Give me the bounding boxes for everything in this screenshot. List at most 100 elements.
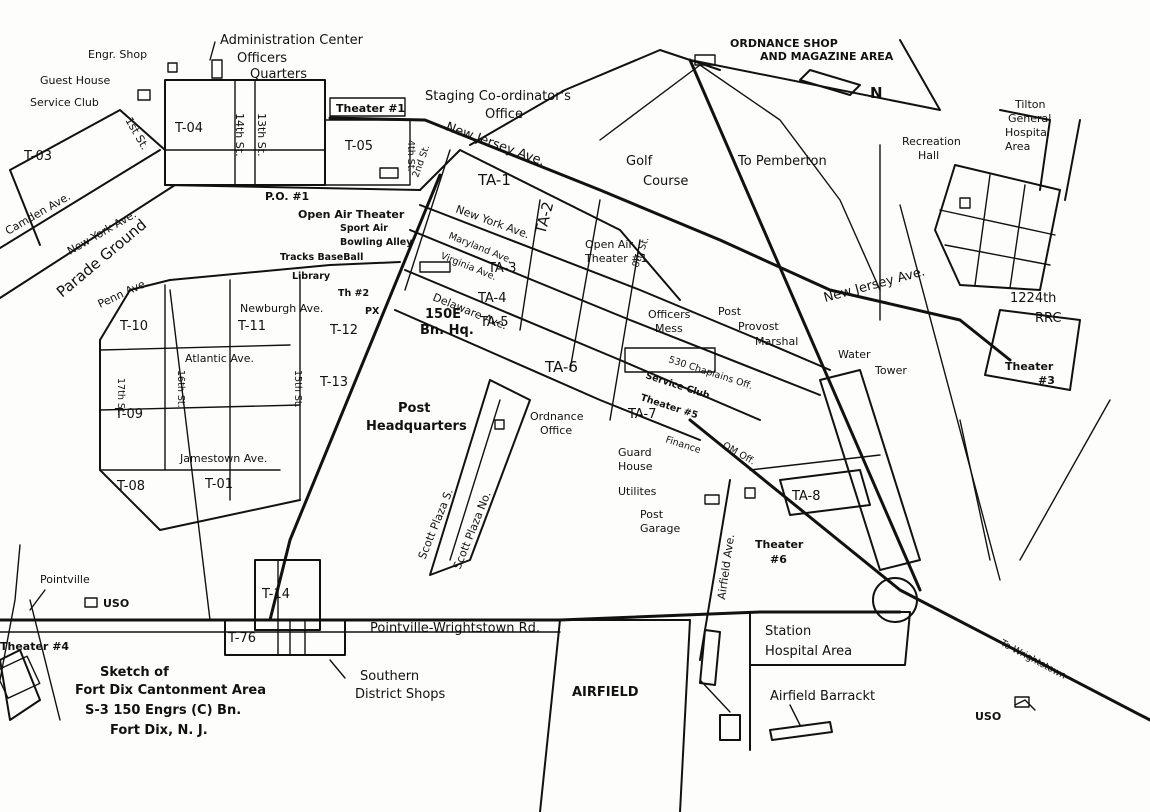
label-theater-3a: Theater: [1005, 360, 1054, 373]
label-bowling-alley: Bowling Alley: [340, 237, 413, 248]
street-camden: Camden Ave.: [3, 190, 73, 238]
label-hospital-area: Hospital Area: [765, 644, 852, 659]
area-t08: T-08: [116, 479, 145, 494]
label-post-garage-2: Garage: [640, 522, 681, 535]
label-officers: Officers: [237, 51, 287, 66]
area-ta3: TA-3: [487, 261, 517, 276]
label-guard: Guard: [618, 446, 652, 459]
label-theater-2: Th #2: [338, 288, 369, 299]
label-southern-2: District Shops: [355, 687, 446, 702]
label-house: House: [618, 460, 653, 473]
label-uso-2: USO: [975, 710, 1001, 723]
street-penn-ave: Penn Ave.: [96, 276, 151, 311]
label-post-provost-2: Provost: [738, 320, 779, 333]
area-t03: T-03: [23, 149, 52, 164]
label-pointville: Pointville: [40, 573, 90, 586]
street-17th: 17th St.: [115, 378, 126, 416]
label-theater-6b: #6: [770, 553, 787, 566]
label-golf: Golf: [626, 154, 653, 169]
label-qm-office: QM Off.: [721, 440, 757, 467]
label-post-provost-1: Post: [718, 305, 742, 318]
road-network: [0, 39, 1150, 812]
title-line-3: S-3 150 Engrs (C) Bn.: [85, 703, 241, 718]
street-jamestown: Jamestown Ave.: [179, 452, 267, 465]
label-library: Library: [292, 271, 331, 282]
area-t10: T-10: [119, 319, 148, 334]
street-14th: 14th St.: [233, 113, 246, 157]
area-ta5: TA-5: [479, 315, 509, 330]
street-13th: 13th St.: [255, 113, 268, 157]
label-ordnance-shop-2: AND MAGAZINE AREA: [760, 50, 894, 63]
area-t13: T-13: [319, 375, 348, 390]
street-15th: 15th St.: [292, 370, 303, 408]
label-general: General: [1008, 112, 1051, 125]
label-open-air-theater-1a: Open Air: [585, 238, 633, 251]
label-hospital: Hospital: [1005, 126, 1050, 139]
label-ordnance-office-1: Ordnance: [530, 410, 584, 423]
label-tilton: Tilton: [1014, 98, 1046, 111]
building-markers: [0, 54, 1030, 708]
area-t14: T-14: [261, 587, 290, 602]
area-ta2: TA-2: [531, 200, 557, 237]
north-arrow-label: N: [870, 84, 883, 102]
label-airfield-barracks: Airfield Barrackt: [770, 689, 875, 704]
label-area: Area: [1005, 140, 1030, 153]
label-southern-1: Southern: [360, 669, 419, 684]
area-ta4: TA-4: [477, 291, 507, 306]
label-1224th: 1224th: [1010, 291, 1056, 306]
area-ta8: TA-8: [791, 489, 821, 504]
label-water: Water: [838, 348, 871, 361]
label-theater-4: Theater #4: [0, 640, 69, 653]
label-utilities: Utilites: [618, 485, 657, 498]
label-to-wrightstown: To Wrightstown: [998, 637, 1068, 681]
label-open-air-theater-1b: Theater #1: [584, 252, 648, 265]
street-scott-plaza-s: Scott Plaza S.: [416, 487, 456, 561]
label-to-pemberton: To Pemberton: [737, 154, 827, 169]
label-officers-mess-1: Officers: [648, 308, 691, 321]
area-t76: T-76: [227, 631, 256, 646]
street-pointville-rd: Pointville-Wrightstown Rd.: [370, 621, 540, 636]
label-post-garage-1: Post: [640, 508, 664, 521]
label-tracks-baseball: Tracks BaseBall: [280, 252, 363, 263]
area-ta1: TA-1: [477, 171, 511, 189]
label-bn-hq-2: Bn. Hq.: [420, 323, 474, 338]
area-t04: T-04: [174, 121, 203, 136]
area-t09: T-09: [114, 407, 143, 422]
street-16th: 16th St.: [175, 370, 186, 408]
label-staging-office-2: Office: [485, 107, 523, 122]
leader-lines: [29, 41, 801, 726]
label-engr-shop: Engr. Shop: [88, 48, 147, 61]
street-newburgh: Newburgh Ave.: [240, 302, 323, 315]
label-theater-3b: #3: [1038, 374, 1055, 387]
label-post-hq-1: Post: [398, 401, 430, 416]
label-tower: Tower: [874, 364, 907, 377]
street-airfield-ave: Airfield Ave.: [715, 533, 737, 600]
label-px: PX: [365, 306, 380, 317]
area-ta6: TA-6: [544, 358, 578, 376]
label-quarters: Quarters: [250, 67, 307, 82]
label-ordnance-shop-1: ORDNANCE SHOP: [730, 37, 838, 50]
area-t01: T-01: [204, 477, 233, 492]
label-post-office: P.O. #1: [265, 190, 309, 203]
street-new-jersey-ave: New Jersey Ave.: [444, 120, 547, 170]
label-rrc: RRC: [1035, 311, 1062, 326]
label-station: Station: [765, 624, 811, 639]
label-service-club: Service Club: [30, 96, 99, 109]
street-atlantic: Atlantic Ave.: [185, 352, 254, 365]
title-line-4: Fort Dix, N. J.: [110, 723, 208, 738]
label-uso-1: USO: [103, 597, 129, 610]
street-scott-plaza-n: Scott Plaza No.: [451, 490, 494, 571]
area-t12: T-12: [329, 323, 358, 338]
area-t05: T-05: [344, 139, 373, 154]
label-post-provost-3: Marshal: [755, 335, 798, 348]
street-4th: 4th St.: [405, 140, 416, 172]
area-ta7: TA-7: [627, 407, 657, 422]
title-line-1: Sketch of: [100, 665, 169, 680]
title-line-2: Fort Dix Cantonment Area: [75, 683, 266, 698]
label-airfield: AIRFIELD: [572, 685, 639, 700]
label-sport-air: Sport Air: [340, 223, 388, 234]
label-post-hq-2: Headquarters: [366, 419, 467, 434]
label-course: Course: [643, 174, 688, 189]
label-open-air-theater: Open Air Theater: [298, 208, 405, 221]
